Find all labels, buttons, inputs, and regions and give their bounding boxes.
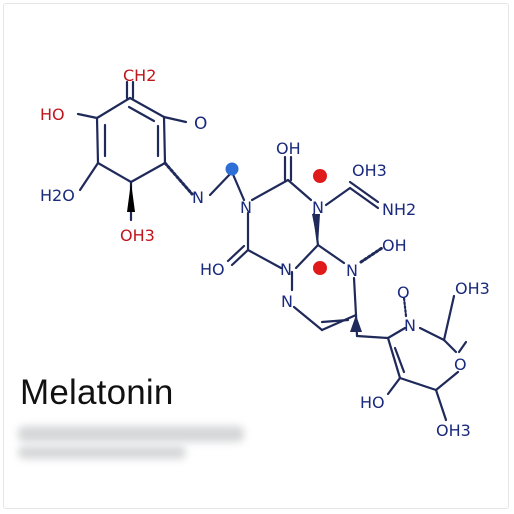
bond (393, 346, 406, 374)
bond (226, 244, 246, 263)
atom-label: OH3 (436, 421, 471, 440)
bond (386, 326, 407, 340)
bond (96, 161, 133, 184)
bond (162, 115, 167, 165)
bond (294, 243, 320, 270)
bond (398, 376, 438, 392)
atom-label: OH3 (455, 279, 490, 298)
blue-dot (225, 162, 239, 176)
bond (386, 336, 402, 380)
bond (348, 180, 380, 204)
bond (316, 243, 346, 265)
atom-label: N (240, 198, 252, 217)
atom-label: CH2 (123, 66, 156, 85)
bond (163, 161, 194, 196)
atom-label: N (312, 198, 324, 217)
bond (324, 186, 352, 207)
atom-label: O (397, 283, 410, 302)
bond (355, 334, 390, 340)
red-dot (313, 261, 327, 275)
bond (128, 96, 166, 119)
atom-label: N (280, 260, 292, 279)
atom-label: N (404, 316, 416, 335)
bond (352, 276, 358, 317)
bond (457, 340, 468, 354)
image-frame (3, 3, 509, 509)
bond (442, 338, 458, 354)
atom-label: NH2 (382, 200, 416, 219)
bond (442, 294, 456, 342)
atom-label: O (194, 114, 207, 134)
atom-label: HO (200, 260, 225, 279)
bond (78, 161, 100, 192)
atom-label: N (192, 188, 204, 207)
bond (162, 115, 188, 124)
bond (402, 296, 408, 318)
atom-label: HO (360, 393, 385, 412)
bond (434, 388, 448, 422)
atom-label: OH3 (352, 161, 387, 180)
bond (246, 248, 283, 270)
bond (286, 178, 313, 202)
bond-wedge (312, 214, 320, 245)
bond (320, 318, 350, 324)
bond (230, 248, 250, 267)
atom-label: N (346, 261, 358, 280)
atom-label: N (281, 292, 293, 311)
bond (129, 161, 167, 184)
bond (208, 170, 234, 197)
red-dot (313, 169, 327, 183)
molecule-title: Melatonin (20, 373, 174, 412)
bond (418, 326, 446, 342)
bond (359, 246, 384, 264)
bond (95, 116, 100, 165)
bond (76, 112, 99, 120)
atom-label: OH (382, 236, 407, 255)
bond (348, 186, 380, 210)
bond (292, 305, 324, 332)
bond (250, 178, 290, 202)
atom-label: H2O (40, 186, 75, 205)
bond-wedge (350, 315, 362, 332)
atom-label: HO (40, 105, 65, 124)
atom-label: OH3 (120, 226, 155, 245)
bond (95, 96, 132, 120)
bond (434, 370, 460, 392)
atom-label: O (454, 355, 467, 374)
blurred-caption (18, 426, 244, 442)
blurred-caption (18, 446, 186, 459)
bond-wedge (127, 182, 135, 212)
atom-label: OH (276, 139, 301, 158)
bond (386, 376, 402, 396)
bond (127, 105, 156, 123)
bond (230, 170, 246, 202)
bond (320, 313, 358, 332)
